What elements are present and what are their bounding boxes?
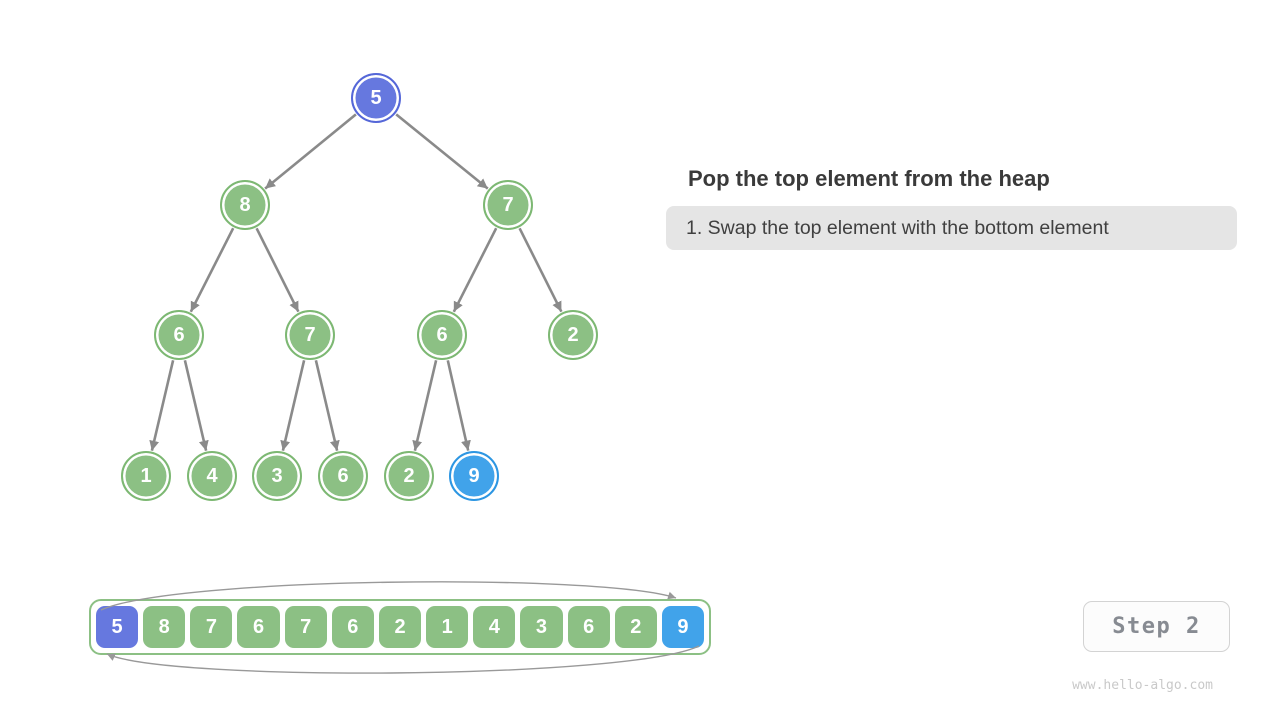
array-cell: 3 [520,606,563,648]
watermark: www.hello-algo.com [1072,678,1213,693]
tree-node: 6 [417,310,467,360]
tree-edge [255,227,300,313]
tree-node: 6 [154,310,204,360]
array-cell: 6 [331,606,374,648]
tree-node: 5 [351,73,401,123]
tree-edge [395,113,489,190]
array-cell: 2 [378,606,422,648]
array-cell: 6 [237,606,280,648]
array-cell: 7 [284,606,327,648]
tree-edge [518,227,563,313]
tree-node: 8 [220,180,270,230]
array-cell: 4 [473,606,516,648]
tree-node: 7 [285,310,335,360]
tree-edge [412,360,438,451]
tree-edge [314,360,340,451]
array-cell: 1 [426,606,469,648]
array-cell: 9 [661,606,705,648]
tree-edge [189,227,235,313]
tree-node: 7 [483,180,533,230]
array-cell: 6 [567,606,610,648]
step-note: 1. Swap the top element with the bottom … [666,206,1237,250]
tree-node: 2 [384,451,434,501]
array-cell: 7 [190,606,233,648]
tree-edge [452,227,498,313]
array-cell: 8 [143,606,186,648]
tree-node: 6 [318,451,368,501]
tree-node: 2 [548,310,598,360]
tree-edge [183,360,209,451]
tree-node: 4 [187,451,237,501]
tree-edge [264,113,357,190]
tree-edge [446,360,471,451]
tree-edge [280,360,306,451]
tree-node: 1 [121,451,171,501]
array-cell: 5 [96,606,139,648]
array-cell: 2 [614,606,657,648]
step-badge: Step 2 [1083,601,1230,652]
tree-edge [149,360,175,451]
page-title: Pop the top element from the heap [688,166,1050,191]
step-note-text: 1. Swap the top element with the bottom … [686,216,1109,239]
tree-node: 3 [252,451,302,501]
tree-node: 9 [449,451,499,501]
